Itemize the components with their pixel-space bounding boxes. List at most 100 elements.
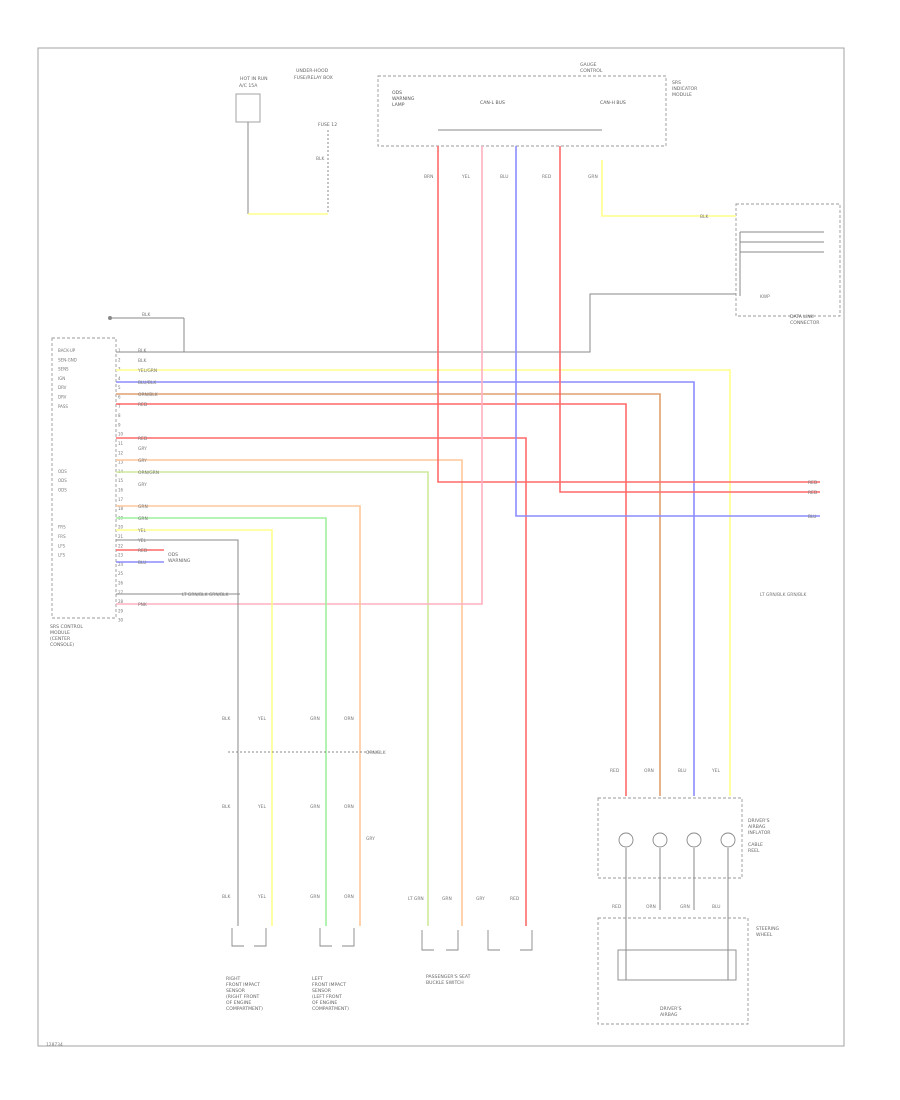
wire-front-r-yel: [116, 529, 273, 926]
scm-pin-number: 11: [118, 441, 124, 446]
wire-front-l-grn: [116, 517, 327, 926]
lr-code-2: ORN: [644, 768, 654, 774]
scm-pin-number: 27: [118, 590, 124, 595]
gauge-label-3: SRS: [672, 80, 681, 86]
scm-pin-name: ODS: [58, 488, 67, 493]
frs-label-6: COMPARTMENT): [226, 1006, 263, 1012]
wire-yellow-main: [116, 369, 731, 796]
wire-red-can: [437, 146, 820, 483]
scm-pin-name: PASS: [58, 404, 68, 409]
scm-pin-name: DRV: [58, 385, 67, 390]
sensor-connectors: BLK YEL GRN ORN ORN/BLK BLK YEL GRN ORN …: [222, 716, 386, 900]
mid-code-6: BLK: [222, 804, 230, 810]
driver-airbag-label-2: AIRBAG: [660, 1012, 678, 1018]
scm-code-18: PNK: [138, 602, 147, 608]
frs-symbol: [231, 928, 244, 947]
scm-pin-number: 17: [118, 497, 124, 502]
inflator-label-2: AIRBAG: [748, 824, 766, 830]
seat-symbol-1: [421, 930, 434, 951]
cable-reel-box: [597, 797, 743, 879]
seat-code-3: GRY: [476, 896, 485, 902]
frs-label-1: RIGHT: [226, 976, 241, 982]
scm-pin-name: SENS: [58, 367, 69, 372]
scm-pin-number: 21: [118, 534, 124, 539]
cable-reel-label-1: CABLE: [748, 842, 763, 848]
scm-pin-number: 28: [118, 599, 124, 604]
frs-label-3: SENSOR: [226, 988, 246, 994]
scm-pin-number: 7: [118, 404, 121, 409]
scm-code-14: YEL: [137, 528, 146, 534]
right-code-1: RED: [808, 480, 818, 486]
gauge-code-1: BRN: [424, 174, 433, 180]
right-code-3: BLU: [808, 514, 816, 520]
wire-orange-main: [116, 393, 661, 796]
fls-label-1: LEFT: [312, 976, 323, 982]
fls-symbol-2: [342, 928, 355, 947]
frs-symbol-2: [254, 928, 267, 947]
fuse-body: [235, 93, 261, 123]
wire-red-seat: [116, 437, 527, 926]
scm-pin-number: 22: [118, 543, 124, 548]
lr-code-3: BLU: [678, 768, 686, 774]
mid-code-10: GRY: [366, 836, 375, 842]
scm-pin-number: 6: [118, 395, 121, 400]
fls-label-5: OF ENGINE: [312, 1000, 337, 1006]
mid-code-3: GRN: [310, 716, 320, 722]
fls-label-4: (LEFT FRONT: [312, 994, 342, 1000]
under-hood-box: UNDER-HOOD FUSE/RELAY BOX FUSE 12 BLK: [294, 68, 337, 214]
steering-label-2: WHEEL: [756, 932, 773, 938]
frs-label-5: OF ENGINE: [226, 1000, 251, 1006]
fls-label-3: SENSOR: [312, 988, 332, 994]
wire-green-dlc: [601, 160, 736, 217]
seat-code-2: GRN: [442, 896, 452, 902]
scm-label-1: SRS CONTROL: [50, 624, 83, 630]
scm-wire-codes: BLK BLK YEL/GRN BLU/BLK ORN/BLK RED RED …: [137, 348, 807, 608]
scm-box: [51, 337, 117, 619]
underhood-label-2: FUSE/RELAY BOX: [294, 75, 333, 81]
scm-pin-number: 3: [118, 367, 121, 372]
dlc-kwp: KWP: [760, 294, 770, 300]
scm-pin-name: ODS: [58, 478, 67, 483]
inflator-label-1: DRIVER'S: [748, 818, 770, 824]
dlc-box: [735, 203, 841, 317]
scm-pin-name: IGN: [58, 376, 65, 381]
scm-pin-name: ODS: [58, 469, 67, 474]
seat-label-1: PASSENGER'S SEAT: [426, 974, 471, 980]
mid-code-11: BLK: [222, 894, 230, 900]
wire-blue-main: [116, 381, 695, 796]
scm-code-2: BLK: [138, 358, 146, 364]
scm-label-3: (CENTER: [50, 636, 71, 642]
scm-pin-number: 29: [118, 608, 124, 613]
scm-pin-number: 15: [118, 478, 124, 483]
gauge-inner-2: WARNING: [392, 96, 415, 102]
scm-pin-number: 23: [118, 553, 124, 558]
scm-code-1: BLK: [138, 348, 146, 354]
mid-code-13: GRN: [310, 894, 320, 900]
scm-pin-number: 18: [118, 506, 124, 511]
dlc-label-1: DATA LINK: [790, 314, 815, 320]
passenger-seat-buckle: LT GRN GRN GRY RED PASSENGER'S SEAT BUCK…: [408, 896, 533, 986]
lr-code-4: YEL: [711, 768, 720, 774]
scm-pin-number: 10: [118, 432, 124, 437]
gauge-inner-3: LAMP: [392, 102, 405, 108]
wire-lorange-seat: [116, 459, 463, 926]
gauge-inner-4: CAN-L BUS: [480, 100, 505, 106]
scm-dlc-label: LT GRN/BLK GRN/BLK: [182, 592, 229, 598]
scm-ground: BLK: [108, 312, 185, 352]
lr-code-1: RED: [610, 768, 620, 774]
scm-code-16: RED: [138, 548, 148, 554]
scm-pin-number: 20: [118, 525, 124, 530]
scm-code-13: GRN: [138, 516, 148, 522]
fuse-label-2: A/C 15A: [239, 83, 258, 89]
inflator-label-3: INFLATOR: [748, 830, 771, 836]
wire-red-can2: [559, 146, 820, 493]
scm-pin-number: 1: [118, 348, 121, 353]
reel-coil-3: [686, 832, 702, 848]
mid-code-5: ORN/BLK: [366, 750, 386, 756]
scm-code-11: GRY: [138, 482, 147, 488]
front-left-sensor: LEFT FRONT IMPACT SENSOR (LEFT FRONT OF …: [312, 928, 355, 1012]
gauge-inner-5: CAN-H BUS: [600, 100, 626, 106]
scm-link-label-2: WARNING: [168, 558, 191, 564]
wire-front-r-blk: [116, 539, 239, 926]
